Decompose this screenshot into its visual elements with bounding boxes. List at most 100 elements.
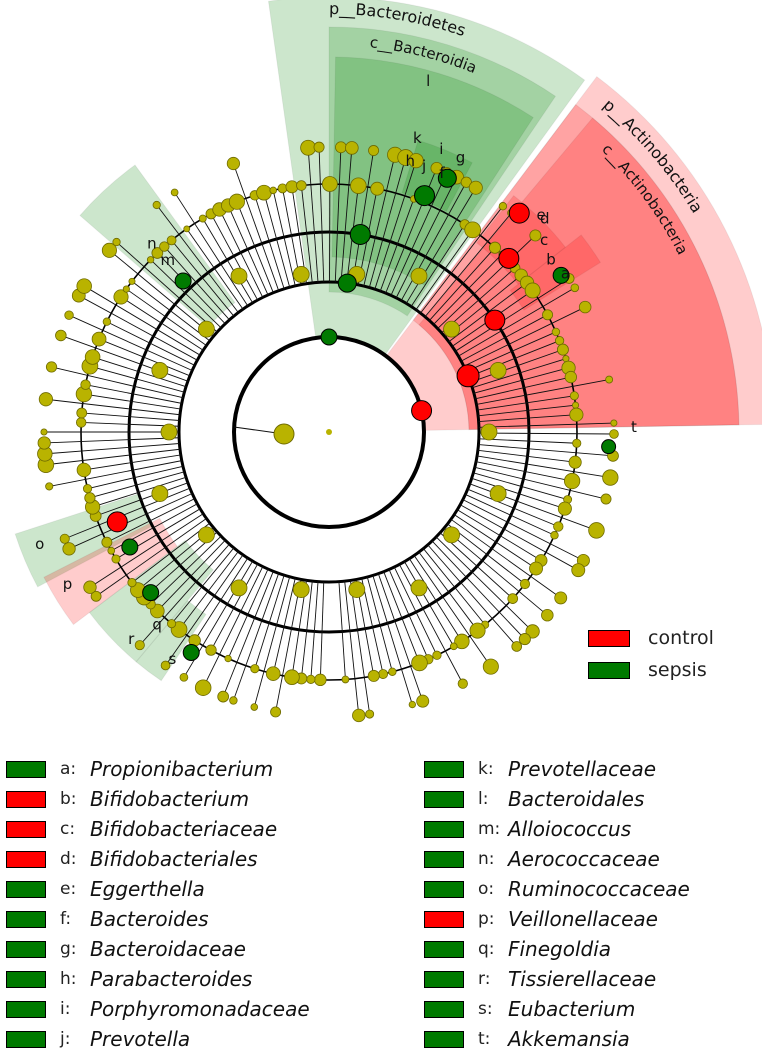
highlighted-node — [415, 186, 435, 206]
key-letter: p: — [478, 909, 508, 929]
key-taxon-name: Eggerthella — [90, 877, 205, 901]
leaf-node — [206, 645, 216, 655]
leaf-node — [41, 429, 47, 435]
clade-sectors — [15, 0, 762, 681]
key-row: l:Bacteroidales — [424, 784, 690, 814]
leaf-node — [369, 145, 379, 155]
key-row: t:Akkemansia — [424, 1024, 690, 1054]
leaf-node — [564, 473, 579, 488]
key-letter: c: — [60, 819, 90, 839]
inner-node — [444, 527, 460, 543]
clade-letter-1: k — [413, 129, 422, 147]
leaf-node — [417, 695, 429, 707]
key-letter: l: — [478, 789, 508, 809]
highlighted-node — [107, 512, 127, 532]
key-row: n:Aerococcaceae — [424, 844, 690, 874]
clade-letter-5: j — [421, 157, 426, 175]
key-letter: b: — [60, 789, 90, 809]
key-taxon-name: Tissierellaceae — [508, 967, 656, 991]
clade-letter-0: l — [426, 72, 430, 90]
inner-node — [152, 486, 168, 502]
key-taxon-name: Porphyromonadaceae — [90, 997, 310, 1021]
branch — [470, 484, 597, 531]
key-row: a:Propionibacterium — [6, 754, 310, 784]
inner-node — [490, 362, 506, 378]
key-swatch — [6, 761, 46, 778]
key-letter: f: — [60, 909, 90, 929]
legend-label-control: control — [648, 627, 714, 649]
key-taxon-name: Bifidobacteriaceae — [90, 817, 277, 841]
key-swatch — [6, 821, 46, 838]
leaf-node — [314, 142, 324, 152]
key-taxon-name: Aerococcaceae — [508, 847, 660, 871]
leaf-node — [572, 564, 585, 577]
key-swatch — [6, 1001, 46, 1018]
clade-letter-13: n — [147, 235, 157, 253]
leaf-node — [579, 301, 591, 313]
branch — [45, 444, 180, 454]
cladogram: p__Bacteroidetesc__Bacteroidiap__Actinob… — [0, 0, 762, 730]
key-letter: j: — [60, 1029, 90, 1049]
key-row: m:Alloiococcus — [424, 814, 690, 844]
branch — [44, 438, 179, 443]
leaf-node — [270, 187, 277, 194]
clade-letter-2: i — [439, 140, 443, 158]
leaf-node — [39, 393, 52, 406]
leaf-node — [529, 562, 542, 575]
inner-node — [490, 486, 506, 502]
branch — [468, 489, 559, 526]
leaf-node — [542, 310, 552, 320]
leaf-node — [60, 534, 69, 543]
leaf-node — [230, 697, 238, 705]
inner-node — [152, 362, 168, 378]
leaf-node — [603, 470, 618, 485]
branch — [345, 581, 359, 715]
key-letter: q: — [478, 939, 508, 959]
leaf-node — [552, 328, 560, 336]
leaf-node — [345, 142, 358, 155]
highlighted-node — [338, 274, 356, 292]
leaf-node — [489, 242, 500, 253]
leaf-node — [315, 674, 327, 686]
inner-node — [349, 582, 365, 598]
sepsis-swatch — [588, 662, 630, 679]
branch — [409, 559, 462, 642]
clade-letter-16: q — [152, 616, 162, 634]
key-row: c:Bifidobacteriaceae — [6, 814, 310, 844]
legend-label-sepsis: sepsis — [648, 659, 707, 681]
key-row: r:Tissierellaceae — [424, 964, 690, 994]
leaf-node — [84, 581, 97, 594]
leaf-node — [229, 194, 244, 209]
leaf-node — [465, 222, 481, 238]
key-swatch — [424, 1001, 464, 1018]
clade-letter-10: a — [561, 264, 570, 282]
legend-item-control: control — [588, 627, 714, 649]
leaf-node — [307, 675, 315, 683]
branch — [479, 433, 614, 434]
inner-node — [411, 580, 427, 596]
highlighted-node — [499, 248, 519, 268]
key-letter: o: — [478, 879, 508, 899]
leaf-node — [76, 418, 86, 428]
highlighted-node — [457, 365, 479, 387]
leaf-node — [409, 701, 416, 708]
inner-node — [198, 527, 214, 543]
branch — [46, 399, 180, 415]
clade-letter-3: g — [456, 148, 466, 166]
key-taxon-name: Ruminococcaceae — [508, 877, 690, 901]
key-letter: g: — [60, 939, 90, 959]
branch — [399, 564, 462, 683]
branch — [477, 456, 610, 478]
leaf-node — [180, 673, 188, 681]
leaf-node — [195, 680, 211, 696]
clade-letter-17: r — [128, 630, 135, 648]
key-row: j:Prevotella — [6, 1024, 310, 1054]
clade-letter-4: h — [406, 152, 416, 170]
key-swatch — [6, 971, 46, 988]
leaf-node — [113, 238, 120, 245]
key-row: g:Bacteroidaceae — [6, 934, 310, 964]
branch — [478, 445, 613, 456]
key-swatch — [6, 881, 46, 898]
key-taxon-name: Veillonellaceae — [508, 907, 658, 931]
